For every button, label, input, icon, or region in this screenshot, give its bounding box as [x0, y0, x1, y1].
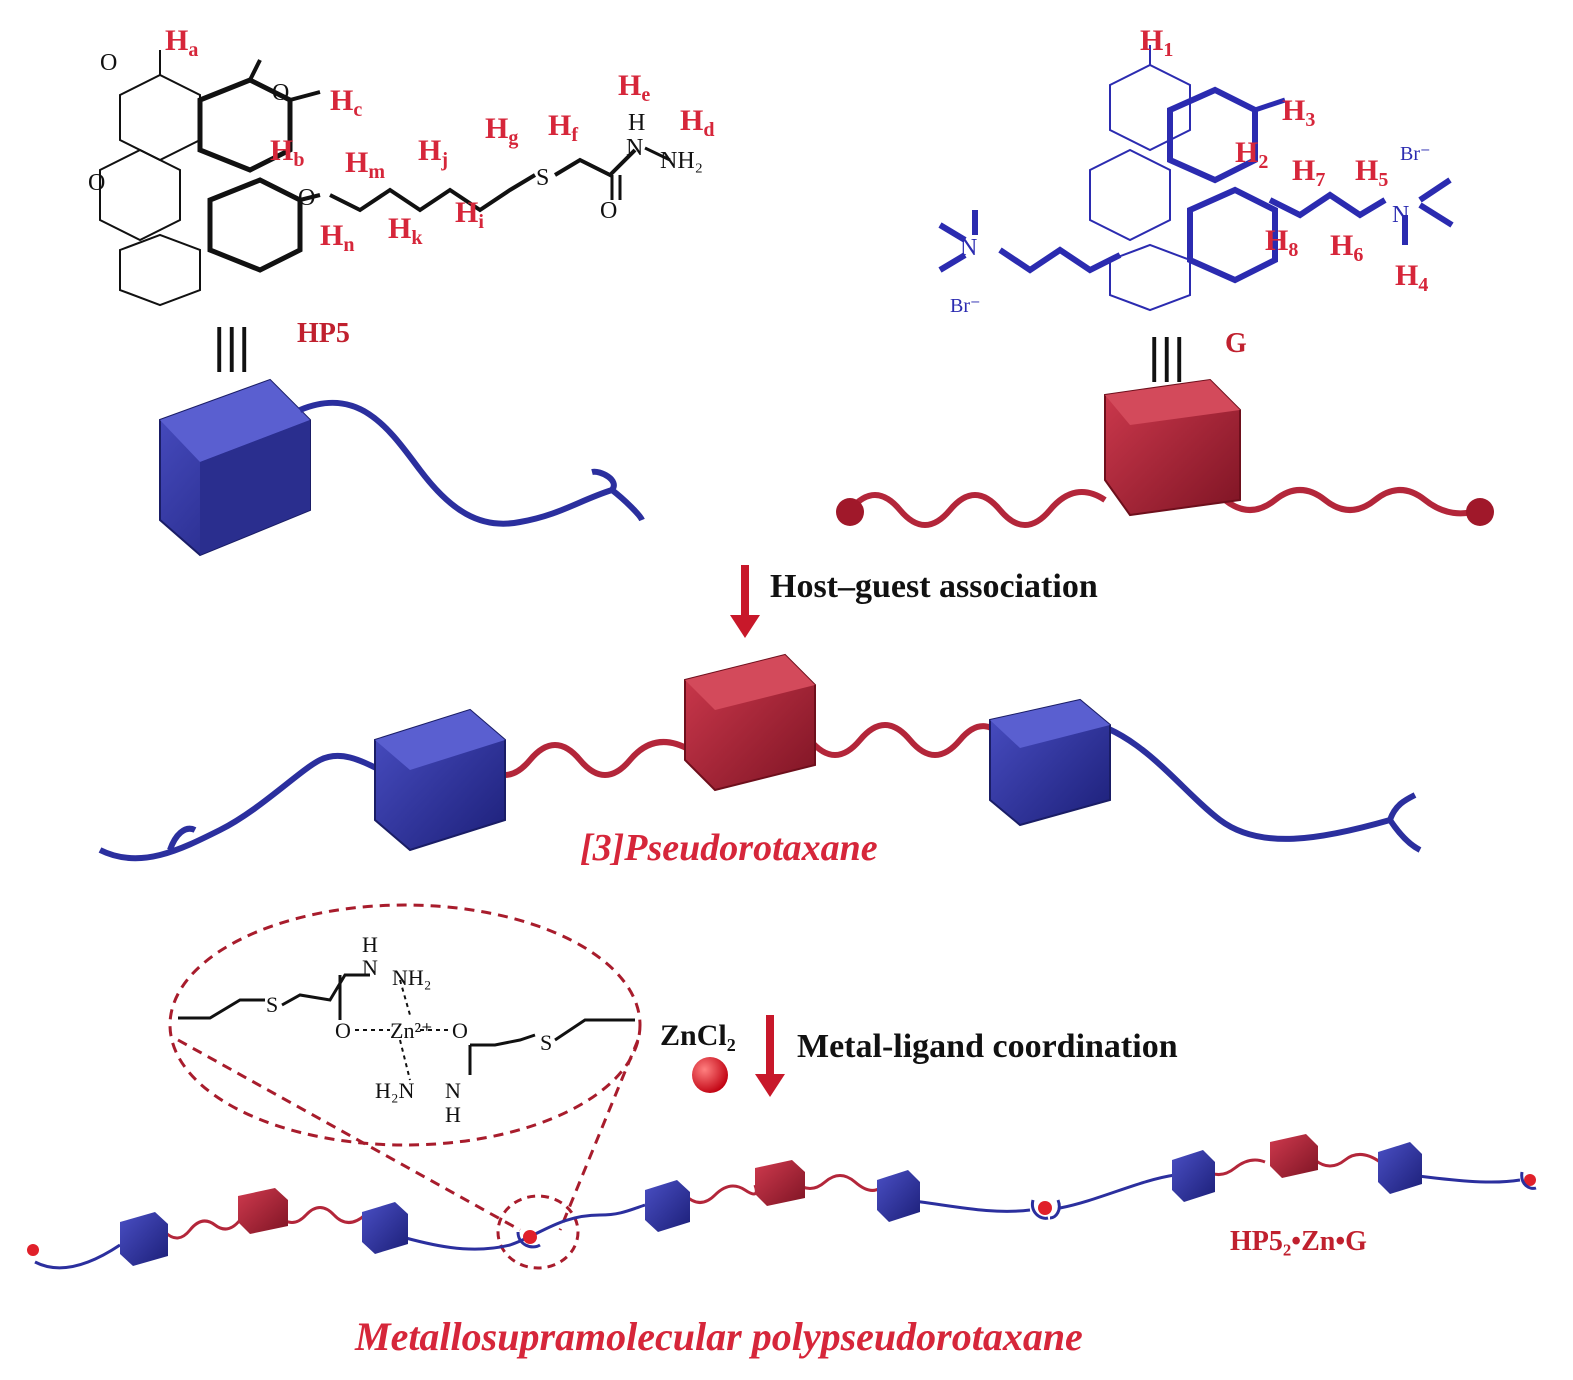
inset-label-nh2-top: NH₂	[392, 965, 431, 990]
proton-label-h7: H7	[1292, 154, 1325, 191]
inset-label-n-top: N	[362, 955, 378, 980]
inset-label-o-right: O	[452, 1018, 468, 1043]
host-atom-o3: O	[88, 170, 105, 196]
proton-label-hj: Hj	[418, 134, 448, 171]
pseudorotaxane-cartoon	[98, 653, 1422, 862]
guest-proton-labels: H1 H2 H3 H4 H5 H6 H7 H8	[1140, 24, 1428, 296]
proton-label-h1: H1	[1140, 24, 1173, 61]
proton-label-h8: H8	[1265, 224, 1298, 261]
guest-atom-n-left: N	[960, 235, 977, 261]
proton-label-h3: H3	[1282, 94, 1315, 131]
host-atom-o1: O	[100, 50, 117, 76]
inset-label-h2n-bottom: H₂N	[375, 1078, 415, 1103]
association-arrow	[730, 565, 760, 638]
proton-label-hg: Hg	[485, 112, 518, 149]
proton-label-hc: Hc	[330, 84, 362, 121]
pseudorotaxane-label: [3]Pseudorotaxane	[580, 827, 878, 869]
coordination-arrow	[755, 1015, 785, 1097]
zinc-ion-icon	[692, 1057, 728, 1093]
proton-label-hf: Hf	[548, 109, 578, 146]
guest-atom-n-right: N	[1392, 202, 1409, 228]
host-proton-labels: Ha Hb Hc Hd He Hf Hg Hi Hj Hk Hm Hn	[165, 24, 714, 256]
proton-label-hb: Hb	[270, 134, 304, 171]
proton-label-hi: Hi	[455, 196, 484, 233]
proton-label-hn: Hn	[320, 219, 354, 256]
host-equiv-symbol: |||	[213, 320, 250, 373]
host-atom-labels: O O O O S O H N NH₂	[88, 50, 703, 224]
product-formula-label: HP5₂•Zn•G	[1230, 1226, 1367, 1257]
host-atom-o2: O	[272, 80, 289, 106]
inset-label-h-bottom: H	[445, 1102, 461, 1127]
proton-label-h4: H4	[1395, 259, 1428, 296]
inset-label-o-left: O	[335, 1018, 351, 1043]
inset-label-h-top: H	[362, 932, 378, 957]
inset-label-s-right: S	[540, 1030, 552, 1055]
inset-label-n-bottom: N	[445, 1078, 461, 1103]
proton-label-hd: Hd	[680, 104, 714, 141]
host-cartoon	[159, 378, 645, 557]
polymer-name-label: Metallosupramolecular polypseudorotaxane	[354, 1314, 1083, 1359]
host-atom-o5: O	[600, 198, 617, 224]
guest-counterion-left: Br⁻	[950, 295, 981, 317]
proton-label-hm: Hm	[345, 146, 385, 183]
polymer-chain	[27, 1134, 1537, 1270]
association-step-label: Host–guest association	[770, 568, 1098, 605]
host-atom-s: S	[536, 165, 549, 191]
host-molecule-structure	[99, 50, 671, 307]
host-atom-nh2: NH₂	[660, 148, 703, 174]
reagent-label: ZnCl₂	[660, 1019, 736, 1052]
guest-name-label: G	[1225, 328, 1247, 359]
proton-label-h6: H6	[1330, 229, 1363, 266]
host-atom-o4: O	[298, 185, 315, 211]
proton-label-ha: Ha	[165, 24, 198, 61]
guest-cartoon	[836, 378, 1494, 528]
proton-label-hk: Hk	[388, 212, 423, 249]
proton-label-h5: H5	[1355, 154, 1388, 191]
guest-molecule-structure	[938, 45, 1454, 312]
inset-label-s-left: S	[266, 992, 278, 1017]
guest-equiv-symbol: |||	[1148, 330, 1185, 383]
host-name-label: HP5	[297, 318, 350, 349]
coordination-inset: H N NH₂ S O Zn²⁺ O S H₂N N H	[168, 903, 642, 1270]
host-atom-n: N	[626, 135, 643, 161]
coordination-step-label: Metal-ligand coordination	[797, 1028, 1178, 1065]
host-atom-h: H	[628, 110, 645, 136]
guest-atom-labels: N N Br⁻ Br⁻	[950, 143, 1431, 317]
proton-label-h2: H2	[1235, 136, 1268, 173]
proton-label-he: He	[618, 69, 650, 106]
guest-counterion-right: Br⁻	[1400, 143, 1431, 165]
inset-label-zn: Zn²⁺	[390, 1018, 433, 1043]
